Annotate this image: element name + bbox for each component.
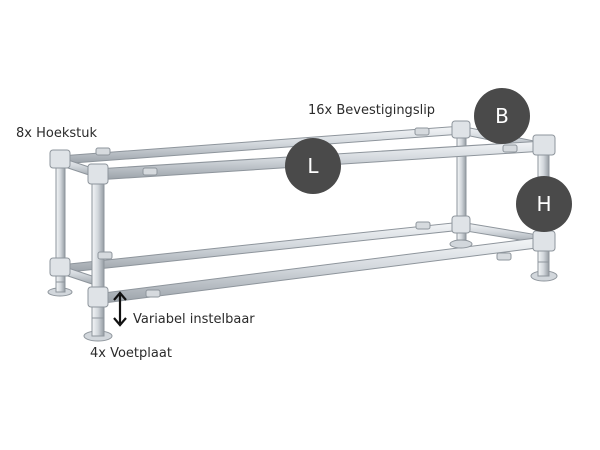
label-mounting-clips: 16x Bevestigingslip xyxy=(308,103,436,118)
double-arrow-vertical-icon xyxy=(113,291,127,327)
foot-stem xyxy=(537,261,550,277)
mounting-clip xyxy=(95,147,111,156)
badge-length: L xyxy=(285,138,341,194)
corner-fitting xyxy=(87,286,109,308)
corner-fitting xyxy=(451,120,471,139)
foot-plate xyxy=(449,239,473,249)
label-corner-pieces: 8x Hoekstuk xyxy=(16,126,97,141)
mounting-clip xyxy=(502,144,518,153)
badge-height: H xyxy=(516,176,572,232)
label-foot-plates: 4x Voetplaat xyxy=(90,346,172,361)
upright-front-left xyxy=(91,169,105,333)
mounting-clip xyxy=(97,251,113,260)
label-adjustable: Variabel instelbaar xyxy=(133,312,255,327)
corner-fitting xyxy=(532,134,556,156)
mounting-clip xyxy=(142,167,158,176)
corner-fitting xyxy=(49,149,71,169)
foot-stem xyxy=(91,317,105,337)
mounting-clip xyxy=(415,221,431,230)
corner-fitting xyxy=(49,257,71,277)
corner-fitting xyxy=(532,230,556,252)
foot-stem xyxy=(55,281,66,293)
mounting-clip xyxy=(145,289,161,298)
mounting-clip xyxy=(414,127,430,136)
corner-fitting xyxy=(87,163,109,185)
corner-fitting xyxy=(451,215,471,234)
badge-width: B xyxy=(474,88,530,144)
mounting-clip xyxy=(496,252,512,261)
rail-front-bottom xyxy=(95,236,545,305)
